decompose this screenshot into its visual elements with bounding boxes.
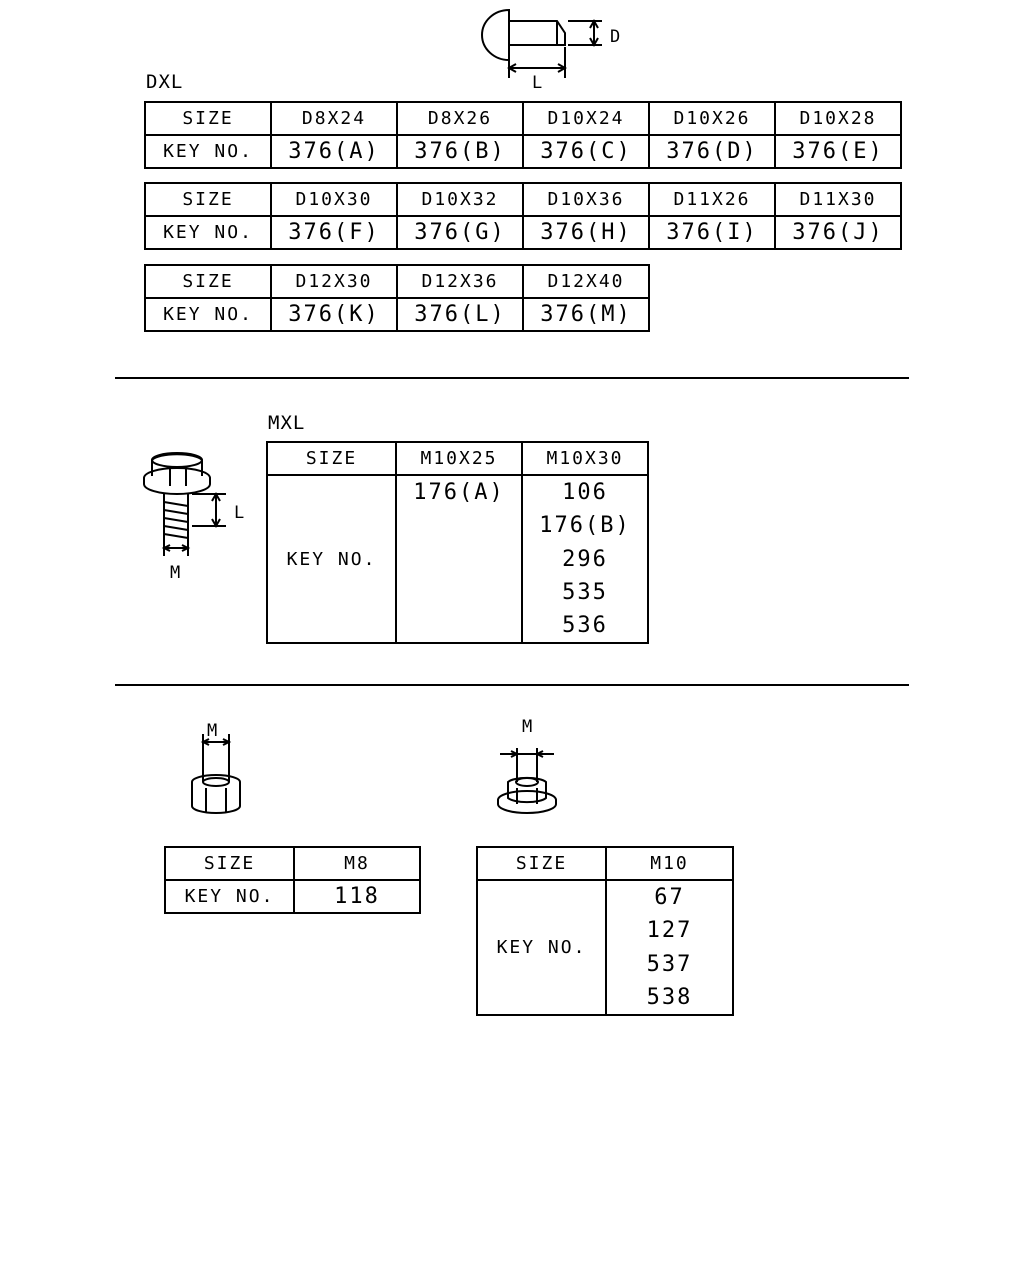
- size-header: SIZE: [266, 441, 397, 476]
- dim-label-d: D: [610, 27, 620, 47]
- key-cell: 376(L): [396, 297, 524, 332]
- key-value: 106: [562, 480, 608, 505]
- table-row: KEY NO. 118: [164, 879, 421, 914]
- dim-label-m: M: [207, 721, 217, 741]
- table-row: SIZE M10: [476, 846, 734, 881]
- size-cell: D12X36: [396, 264, 524, 299]
- rivet-shank-shape: [509, 20, 566, 46]
- flange-bolt-diagram: L M: [143, 452, 244, 583]
- size-cell: D8X24: [270, 101, 398, 136]
- key-cell: 118: [293, 879, 421, 914]
- table-row: SIZE D8X24 D8X26 D10X24 D10X26 D10X28: [144, 101, 902, 136]
- bolt-head-shape: [151, 453, 203, 466]
- key-cell: 376(D): [648, 134, 776, 169]
- key-cell: 106 176(B) 296 535 536: [521, 473, 649, 645]
- size-cell: D10X28: [774, 101, 902, 136]
- key-no-header: KEY NO.: [144, 134, 272, 169]
- size-cell: M10X30: [521, 441, 649, 476]
- size-cell: D10X36: [522, 182, 650, 217]
- key-cell: 376(J): [774, 215, 902, 250]
- nut-m8-table: SIZE M8 KEY NO. 118: [164, 846, 421, 914]
- table-row: KEY NO. 376(F) 376(G) 376(H) 376(I) 376(…: [144, 215, 902, 250]
- key-no-header: KEY NO.: [476, 878, 607, 1017]
- nut-m10-table: SIZE M10 KEY NO. 67 127 537 538: [476, 846, 734, 1017]
- section-title-dxl: DXL: [146, 71, 184, 93]
- table-row: KEY NO. 67 127 537 538: [476, 878, 734, 1017]
- size-cell: D12X40: [522, 264, 650, 299]
- size-cell: D11X26: [648, 182, 776, 217]
- dim-label-m: M: [522, 717, 532, 737]
- section-divider: [115, 684, 909, 686]
- dim-label-l: L: [234, 503, 244, 523]
- size-cell: D10X26: [648, 101, 776, 136]
- dxl-table-1: SIZE D8X24 D8X26 D10X24 D10X26 D10X28 KE…: [144, 101, 902, 169]
- section-divider: [115, 377, 909, 379]
- key-cell: 376(F): [270, 215, 398, 250]
- size-cell: D11X30: [774, 182, 902, 217]
- size-cell: D8X26: [396, 101, 524, 136]
- key-no-header: KEY NO.: [144, 297, 272, 332]
- table-row: KEY NO. 176(A) 106 176(B) 296 535 536: [266, 473, 649, 645]
- dxl-table-3: SIZE D12X30 D12X36 D12X40 KEY NO. 376(K)…: [144, 264, 650, 332]
- size-cell: D10X30: [270, 182, 398, 217]
- key-cell: 376(I): [648, 215, 776, 250]
- size-header: SIZE: [144, 101, 272, 136]
- rivet-head-shape: [481, 8, 510, 62]
- size-cell: D10X32: [396, 182, 524, 217]
- mxl-table: SIZE M10X25 M10X30 KEY NO. 176(A) 106 17…: [266, 441, 649, 645]
- key-value: 536: [562, 613, 608, 639]
- key-cell: 176(A): [395, 473, 523, 645]
- key-cell: 376(H): [522, 215, 650, 250]
- key-cell: 67 127 537 538: [605, 878, 734, 1017]
- key-no-header: KEY NO.: [144, 215, 272, 250]
- section-title-mxl: MXL: [268, 412, 306, 434]
- key-value: 127: [646, 918, 693, 944]
- key-cell: 376(K): [270, 297, 398, 332]
- size-header: SIZE: [476, 846, 607, 881]
- dim-label-m: M: [170, 563, 180, 583]
- key-no-header: KEY NO.: [164, 879, 295, 914]
- key-value: 535: [562, 579, 608, 605]
- table-row: KEY NO. 376(A) 376(B) 376(C) 376(D) 376(…: [144, 134, 902, 169]
- size-header: SIZE: [144, 264, 272, 299]
- key-cell: 376(A): [270, 134, 398, 169]
- dim-label-l: L: [532, 73, 542, 93]
- key-value: 538: [646, 984, 693, 1010]
- size-cell: M10X25: [395, 441, 523, 476]
- size-header: SIZE: [164, 846, 295, 881]
- key-cell: 376(G): [396, 215, 524, 250]
- key-value: 176(B): [539, 513, 631, 539]
- dxl-table-2: SIZE D10X30 D10X32 D10X36 D11X26 D11X30 …: [144, 182, 902, 250]
- key-value: 537: [646, 951, 693, 977]
- rivet-pin-diagram: D L: [481, 8, 620, 93]
- key-no-header: KEY NO.: [266, 473, 397, 645]
- size-cell: D10X24: [522, 101, 650, 136]
- key-cell: 376(M): [522, 297, 650, 332]
- size-cell: D12X30: [270, 264, 398, 299]
- table-row: SIZE M10X25 M10X30: [266, 441, 649, 476]
- key-value: 176(A): [413, 480, 505, 505]
- size-header: SIZE: [144, 182, 272, 217]
- key-value: 67: [654, 885, 685, 910]
- key-cell: 376(C): [522, 134, 650, 169]
- table-row: SIZE D10X30 D10X32 D10X36 D11X26 D11X30: [144, 182, 902, 217]
- table-row: KEY NO. 376(K) 376(L) 376(M): [144, 297, 650, 332]
- table-row: SIZE M8: [164, 846, 421, 881]
- key-value: 296: [562, 546, 608, 572]
- table-row: SIZE D12X30 D12X36 D12X40: [144, 264, 650, 299]
- hex-nut-diagram: M: [191, 721, 241, 814]
- flange-nut-diagram: M: [497, 717, 557, 814]
- size-cell: M8: [293, 846, 421, 881]
- size-cell: M10: [605, 846, 734, 881]
- key-cell: 376(B): [396, 134, 524, 169]
- hex-nut-shape: [191, 774, 241, 814]
- key-cell: 376(E): [774, 134, 902, 169]
